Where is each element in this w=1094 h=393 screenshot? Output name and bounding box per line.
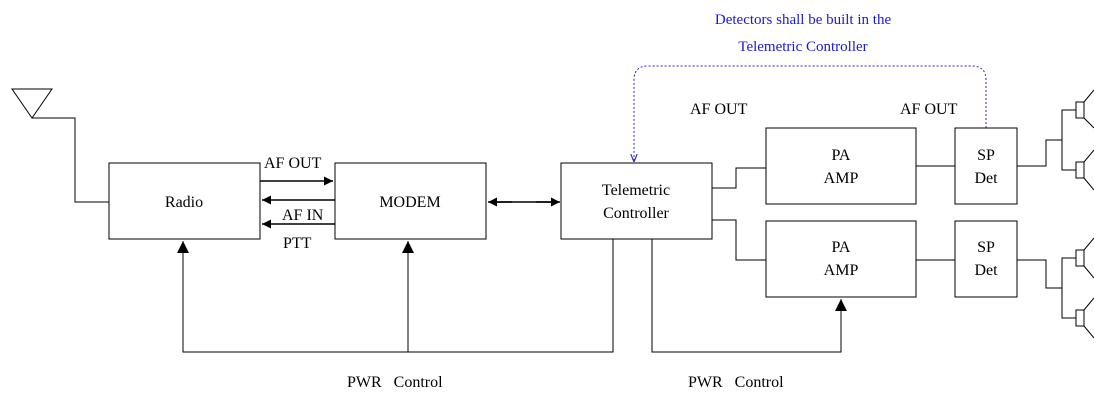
speaker-icon (1075, 149, 1094, 191)
speaker-icon (1075, 237, 1094, 279)
pa1-label-line-2: AMP (824, 170, 859, 187)
af-in-label: AF IN (282, 207, 324, 224)
pwr-control-bus-right (651, 239, 842, 353)
af-out-label-pa: AF OUT (690, 101, 748, 118)
sp1-speaker-wire (1017, 109, 1076, 171)
pa-amp-block-2: PA AMP (765, 220, 917, 298)
telemetric-label-line-1: Telemetric (602, 182, 670, 199)
telemetric-controller-block: Telemetric Controller (560, 162, 713, 240)
speaker-icon (1075, 89, 1094, 129)
pwr-control-label-right: PWR Control (688, 374, 784, 391)
telemetric-label-line-2: Controller (603, 205, 669, 222)
pa2-label-line-2: AMP (824, 262, 859, 279)
sp1-label-line-2: Det (974, 170, 998, 187)
pa1-label-line-1: PA (832, 147, 851, 164)
tc-to-pa2-wire (712, 219, 766, 261)
sp2-speaker-wire (1017, 257, 1076, 319)
af-out-label-sp: AF OUT (900, 101, 958, 118)
pwr-control-label-left: PWR Control (347, 374, 443, 391)
pa2-label-line-1: PA (832, 239, 851, 256)
pwr-control-bus-left (182, 239, 614, 353)
sp-det-block-2: SP Det (954, 220, 1018, 298)
ptt-label: PTT (283, 235, 312, 252)
sp2-label-line-1: SP (977, 239, 995, 256)
speaker-icon (1075, 297, 1094, 339)
pa-amp-block-1: PA AMP (765, 127, 917, 205)
detector-dashed-arrow (634, 65, 987, 162)
tc-to-pa1-wire (712, 167, 766, 189)
af-out-label-radio-modem: AF OUT (264, 155, 322, 172)
radio-label: Radio (165, 194, 203, 211)
radio-block: Radio (108, 162, 261, 240)
modem-block: MODEM (334, 162, 487, 240)
modem-label: MODEM (379, 194, 440, 211)
antenna-icon (11, 88, 109, 203)
sp2-label-line-2: Det (974, 262, 998, 279)
annotation-line-1: Detectors shall be built in the (715, 12, 892, 28)
sp1-label-line-1: SP (977, 147, 995, 164)
sp-det-block-1: SP Det (954, 127, 1018, 205)
annotation-line-2: Telemetric Controller (738, 39, 867, 55)
